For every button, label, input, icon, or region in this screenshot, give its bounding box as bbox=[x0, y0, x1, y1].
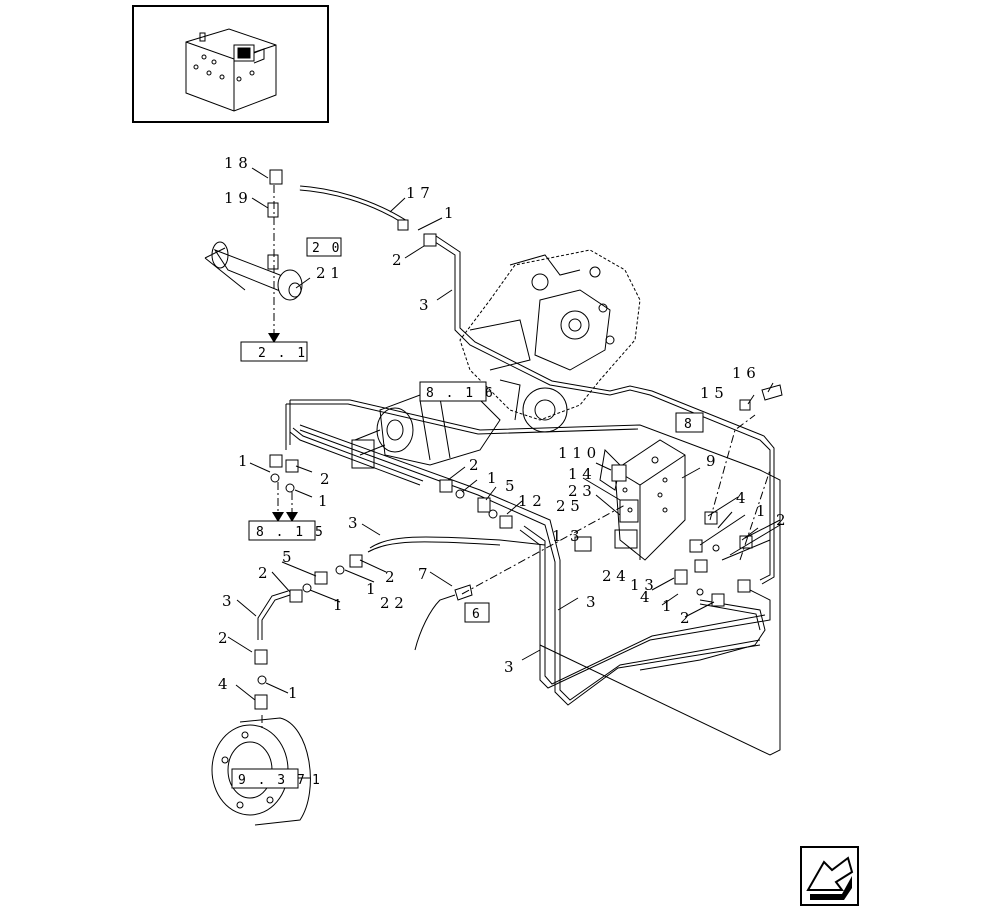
wheel-motor bbox=[211, 717, 311, 826]
callout-3-mid: 3 bbox=[348, 514, 358, 532]
callout-2-ll: 2 bbox=[258, 564, 268, 582]
callout-17: 1 7 bbox=[406, 184, 430, 202]
ref-box-20[interactable]: 2 0 bbox=[306, 237, 342, 257]
callout-5-mid: 5 bbox=[505, 477, 515, 495]
ref-9-37-text: 9 . 3 7 bbox=[238, 773, 307, 788]
ref-2-1-text: 2 . 1 bbox=[258, 346, 307, 361]
callout-25: 2 5 bbox=[556, 497, 580, 515]
ref-box-9-37[interactable]: 9 . 3 7 bbox=[231, 768, 307, 789]
callout-3-block: 3 bbox=[570, 527, 580, 545]
callout-19: 1 9 bbox=[224, 189, 248, 207]
callout-13: 1 3 bbox=[630, 576, 654, 594]
callout-1-br: 1 bbox=[662, 597, 672, 615]
reference-boxes: 2 0 2 . 1 8 . 1 6 8 8 . 1 5 6 bbox=[231, 237, 704, 789]
callout-1-left: 1 bbox=[238, 452, 248, 470]
callout-1-r: 1 bbox=[552, 527, 562, 545]
callout-1-rr: 1 bbox=[756, 502, 766, 520]
callout-24: 2 4 bbox=[602, 567, 626, 585]
ref-box-8-15[interactable]: 8 . 1 5 bbox=[248, 520, 325, 541]
next-page-arrow-icon bbox=[806, 856, 854, 900]
callout-15: 1 5 bbox=[700, 384, 724, 402]
callout-3-bottom: 3 bbox=[504, 658, 514, 676]
tubes bbox=[257, 235, 781, 756]
callout-16: 1 6 bbox=[732, 364, 756, 382]
cylinder-21 bbox=[204, 241, 303, 301]
callout-21: 2 1 bbox=[316, 264, 340, 282]
callout-2-br: 2 bbox=[680, 609, 690, 627]
ref-8-15-text: 8 . 1 5 bbox=[256, 525, 325, 540]
callout-1-hose: 1 bbox=[366, 580, 376, 598]
pump-housing bbox=[459, 249, 641, 433]
sensor-22 bbox=[414, 584, 473, 651]
callout-4-r: 4 bbox=[736, 489, 746, 507]
leader-lines bbox=[227, 167, 781, 701]
fittings bbox=[254, 169, 783, 710]
callout-4-br: 4 bbox=[640, 588, 650, 606]
callout-9: 9 bbox=[706, 452, 716, 470]
callout-3: 3 bbox=[419, 296, 429, 314]
hose-17 bbox=[299, 185, 407, 225]
next-page-button[interactable] bbox=[800, 846, 859, 906]
valve-block-thumbnail-icon bbox=[185, 28, 277, 112]
ref-20-text: 2 0 bbox=[312, 241, 341, 256]
callout-18: 1 8 bbox=[224, 154, 248, 172]
callout-1-left2: 1 bbox=[318, 492, 328, 510]
ref-box-8[interactable]: 8 bbox=[675, 412, 704, 433]
callout-2-hose: 2 bbox=[385, 568, 395, 586]
centerlines bbox=[261, 185, 771, 730]
callout-1-mid: 1 bbox=[487, 469, 497, 487]
callout-7: 7 bbox=[418, 565, 428, 583]
thumbnail-inset bbox=[132, 5, 329, 123]
callout-12: 1 2 bbox=[518, 492, 542, 510]
callout-2-left: 2 bbox=[320, 470, 330, 488]
callout-4-ll: 4 bbox=[218, 675, 228, 693]
arrowheads bbox=[268, 333, 298, 522]
ref-box-2-1[interactable]: 2 . 1 bbox=[240, 341, 308, 362]
callout-22: 2 2 bbox=[380, 594, 404, 612]
callout-1-lll: 1 bbox=[288, 684, 298, 702]
callout-3-br: 3 bbox=[586, 593, 596, 611]
callout-2-mid: 2 bbox=[469, 456, 479, 474]
ref-box-6[interactable]: 6 bbox=[464, 602, 490, 623]
ref-box-8-16[interactable]: 8 . 1 6 bbox=[419, 381, 495, 402]
valve-block bbox=[599, 439, 686, 561]
callout-1-ll: 1 bbox=[333, 596, 343, 614]
callout-3-ll: 3 bbox=[222, 592, 232, 610]
ref-6-text: 6 bbox=[472, 607, 482, 622]
axle-motor bbox=[351, 394, 501, 469]
callout-2-lll: 2 bbox=[218, 629, 228, 647]
callout-1: 1 bbox=[444, 204, 454, 222]
ref-8-16-text: 8 . 1 6 bbox=[426, 386, 495, 401]
ref-9-37-suffix: 1 bbox=[312, 773, 322, 788]
callout-labels: 1 8 1 9 1 7 1 2 3 2 1 1 6 1 5 9 1 1 0 1 … bbox=[218, 154, 786, 702]
callout-5-left: 5 bbox=[282, 548, 292, 566]
callout-2: 2 bbox=[392, 251, 402, 269]
callout-110: 1 1 0 bbox=[558, 444, 596, 462]
callout-2-rr: 2 bbox=[776, 511, 786, 529]
callout-14: 1 4 bbox=[568, 465, 592, 483]
callout-23-upper: 2 3 bbox=[568, 482, 592, 500]
ref-8-text: 8 bbox=[684, 417, 694, 432]
